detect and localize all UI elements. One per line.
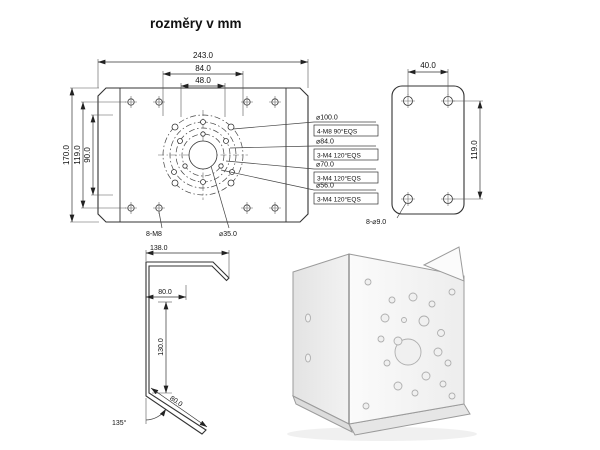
svg-text:⌀84.0: ⌀84.0 [316,139,334,146]
dim-width-243: 243.0 [97,51,309,88]
svg-text:90.0: 90.0 [83,147,92,163]
svg-text:40.0: 40.0 [420,61,436,70]
label-d35: ⌀35.0 [210,165,237,238]
side-holes [401,94,455,206]
dim-height-170: 170.0 [62,87,99,223]
svg-text:⌀100.0: ⌀100.0 [316,115,338,122]
circle-56 [181,133,225,177]
iso-top-tab [422,246,465,282]
corner-mount-holes [125,96,281,214]
circle-100 [162,114,244,196]
iso-left-face-holes [305,313,311,363]
svg-text:119.0: 119.0 [73,145,82,165]
svg-text:3-M4 120°EQS: 3-M4 120°EQS [317,175,361,183]
centerline-cross [158,110,248,200]
dim-130: 130.0 [152,301,172,394]
iso-left-face [292,253,350,425]
callout-d56: ⌀56.0 3-M4 120°EQS [220,169,379,205]
corner-hole-centerlines [125,96,281,214]
svg-text:8-M8: 8-M8 [146,231,162,238]
svg-text:48.0: 48.0 [195,76,211,85]
dim-span-40: 40.0 [407,61,449,95]
center-hole [188,140,218,170]
side-hole-centerlines [401,94,455,206]
iso-shadow [287,427,477,441]
svg-text:3-M4 120°EQS: 3-M4 120°EQS [317,152,361,160]
svg-text:⌀56.0: ⌀56.0 [316,183,334,190]
svg-text:⌀70.0: ⌀70.0 [316,162,334,169]
callout-d84: ⌀84.0 3-M4 120°EQS [229,139,379,161]
svg-text:3-M4 120°EQS: 3-M4 120°EQS [317,196,361,204]
dim-height-119: 119.0 [73,101,126,209]
front-view: 243.0 84.0 48.0 170.0 119.0 90.0 [62,51,379,238]
dim-80-leg: 80.0 [150,387,208,428]
dim-height-119-side: 119.0 [453,100,483,200]
svg-text:4-M8 90°EQS: 4-M8 90°EQS [317,128,358,136]
side-plate-outline [391,85,465,215]
label-8-m8: 8-M8 [146,211,163,238]
pattern-bolt-holes [171,119,235,187]
svg-text:138.0: 138.0 [150,245,168,252]
svg-text:170.0: 170.0 [62,144,71,165]
side-view: 40.0 119.0 8-⌀9.0 [366,61,483,226]
svg-text:135°: 135° [112,419,127,427]
dim-138: 138.0 [145,245,230,277]
dim-80-top: 80.0 [145,285,187,300]
bolt-circle-pattern [158,110,248,200]
label-8-d9: 8-⌀9.0 [366,202,407,226]
iso-left-flange [292,394,353,434]
dim-angle-135: 135° [112,398,167,427]
iso-right-face-holes [362,278,456,410]
svg-text:130.0: 130.0 [158,338,165,356]
dim-span-84: 84.0 [162,64,244,116]
svg-text:243.0: 243.0 [193,51,214,60]
profile-view: 138.0 80.0 130.0 80.0 135° [112,245,230,435]
dim-span-48: 48.0 [180,76,226,117]
iso-view [287,246,477,441]
svg-text:80.0: 80.0 [158,289,172,296]
callout-d70: ⌀70.0 3-M4 120°EQS [225,160,379,184]
svg-text:84.0: 84.0 [195,64,211,73]
dim-height-90: 90.0 [83,114,113,196]
svg-text:8-⌀9.0: 8-⌀9.0 [366,219,386,226]
callout-d100: ⌀100.0 4-M8 90°EQS [232,115,379,137]
svg-text:119.0: 119.0 [470,140,479,160]
page-title: rozměry v mm [150,16,242,31]
svg-text:⌀35.0: ⌀35.0 [219,231,237,238]
